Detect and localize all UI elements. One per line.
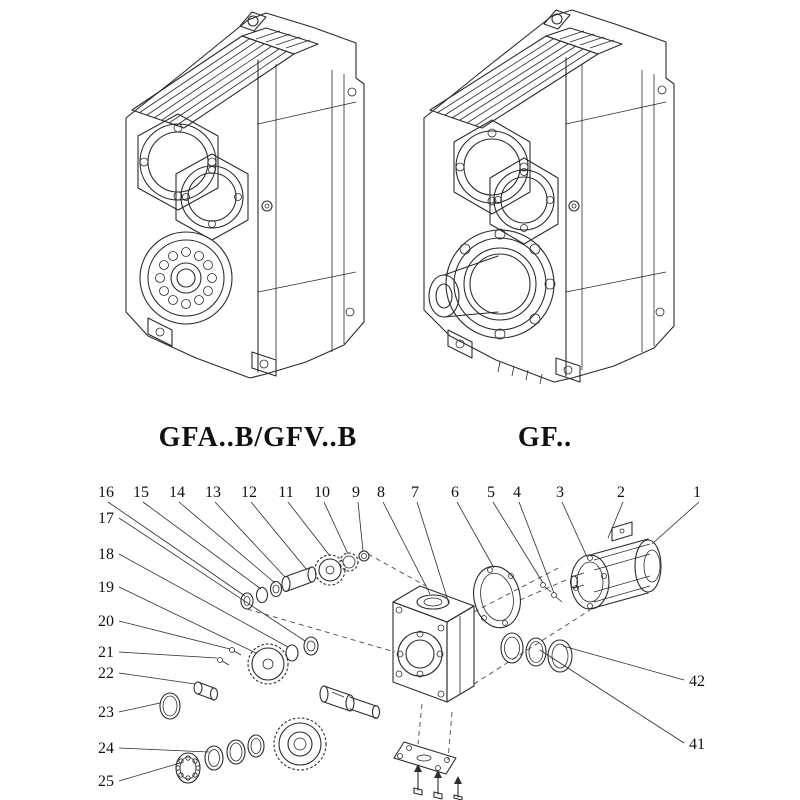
mounting-feet — [147, 317, 277, 377]
callout-number-21: 21 — [98, 644, 114, 661]
leader-line-13 — [214, 501, 286, 578]
callout-number-41: 41 — [689, 736, 705, 753]
callout-number-25: 25 — [98, 773, 114, 790]
input-gear-train — [240, 550, 370, 610]
terminal-box — [611, 521, 633, 542]
input-bore-flanges — [453, 119, 559, 245]
leader-line-7 — [416, 501, 450, 605]
model-label-left: GFA..B/GFV..B — [159, 422, 358, 453]
callout-number-11: 11 — [278, 484, 293, 501]
leader-line-16 — [107, 501, 246, 597]
flange-gasket-and-rings — [473, 565, 573, 673]
callout-number-1: 1 — [693, 484, 701, 501]
callout-number-23: 23 — [98, 704, 114, 721]
callout-number-15: 15 — [133, 484, 149, 501]
leader-line-6 — [456, 501, 495, 569]
callout-number-12: 12 — [241, 484, 257, 501]
leader-line-2 — [607, 501, 624, 539]
callout-number-10: 10 — [314, 484, 330, 501]
input-bore-flanges — [137, 113, 249, 241]
callout-number-24: 24 — [98, 740, 114, 757]
callout-number-22: 22 — [98, 665, 114, 682]
mounting-bolt — [453, 776, 463, 800]
output-shaft-parts — [159, 681, 381, 784]
side-panel-ribs — [257, 59, 357, 373]
leader-line-15 — [142, 501, 262, 590]
base-gasket-and-bolts — [393, 741, 463, 800]
output-flange — [445, 228, 556, 340]
bearing-balls — [155, 247, 217, 309]
leader-line-5 — [492, 501, 544, 584]
leader-line-23 — [118, 702, 161, 713]
gearbox-left-drawing — [125, 11, 365, 379]
leader-line-20 — [118, 620, 231, 650]
callout-number-16: 16 — [98, 484, 114, 501]
leader-line-19 — [118, 586, 257, 654]
callout-number-4: 4 — [513, 484, 521, 501]
lifting-lug — [239, 11, 267, 32]
leader-line-12 — [250, 501, 308, 571]
leader-line-22 — [118, 672, 196, 685]
leader-line-8 — [382, 501, 431, 595]
side-panel-ribs — [565, 57, 667, 377]
roof-fins — [429, 27, 623, 129]
intermediate-gear-cluster — [217, 636, 319, 685]
leader-line-24 — [118, 747, 210, 753]
gearbox-right-drawing — [423, 9, 675, 385]
housing-silhouette — [423, 9, 675, 383]
leader-line-42 — [562, 645, 685, 681]
lifting-lug — [543, 9, 571, 30]
motor-assembly — [569, 521, 662, 610]
callout-number-3: 3 — [556, 484, 564, 501]
callout-number-20: 20 — [98, 613, 114, 630]
assembly-guide-lines — [246, 553, 591, 761]
callout-number-7: 7 — [411, 484, 419, 501]
leader-line-18 — [118, 553, 289, 648]
mounting-bolt — [413, 764, 423, 796]
callout-number-13: 13 — [205, 484, 221, 501]
model-label-right: GF.. — [518, 422, 572, 453]
output-shaft — [428, 255, 499, 318]
callout-number-17: 17 — [98, 510, 114, 527]
leader-line-17 — [118, 517, 306, 642]
callout-number-8: 8 — [377, 484, 385, 501]
roof-fins — [131, 27, 319, 129]
leader-line-11 — [287, 501, 331, 557]
leader-line-4 — [518, 501, 555, 594]
leader-line-9 — [357, 501, 364, 552]
callout-number-5: 5 — [487, 484, 495, 501]
callout-number-9: 9 — [352, 484, 360, 501]
callout-number-2: 2 — [617, 484, 625, 501]
mounting-bolt — [433, 770, 443, 800]
leader-line-10 — [323, 501, 349, 555]
callout-number-6: 6 — [451, 484, 459, 501]
leader-line-25 — [118, 762, 181, 782]
callout-number-18: 18 — [98, 546, 114, 563]
callout-number-14: 14 — [169, 484, 185, 501]
leader-line-21 — [118, 651, 218, 659]
callout-number-42: 42 — [689, 673, 705, 690]
mounting-feet — [447, 329, 581, 385]
gear-housing — [392, 585, 475, 703]
leader-line-41 — [539, 649, 685, 744]
output-bearing-boss — [139, 231, 233, 325]
leader-line-3 — [561, 501, 588, 558]
output-bearing — [175, 752, 201, 784]
leader-line-1 — [651, 501, 700, 545]
leader-line-14 — [178, 501, 276, 584]
exploded-view: 1615141312111098765432117181920212223242… — [98, 484, 705, 800]
housing-silhouette — [125, 12, 365, 379]
callout-number-19: 19 — [98, 579, 114, 596]
